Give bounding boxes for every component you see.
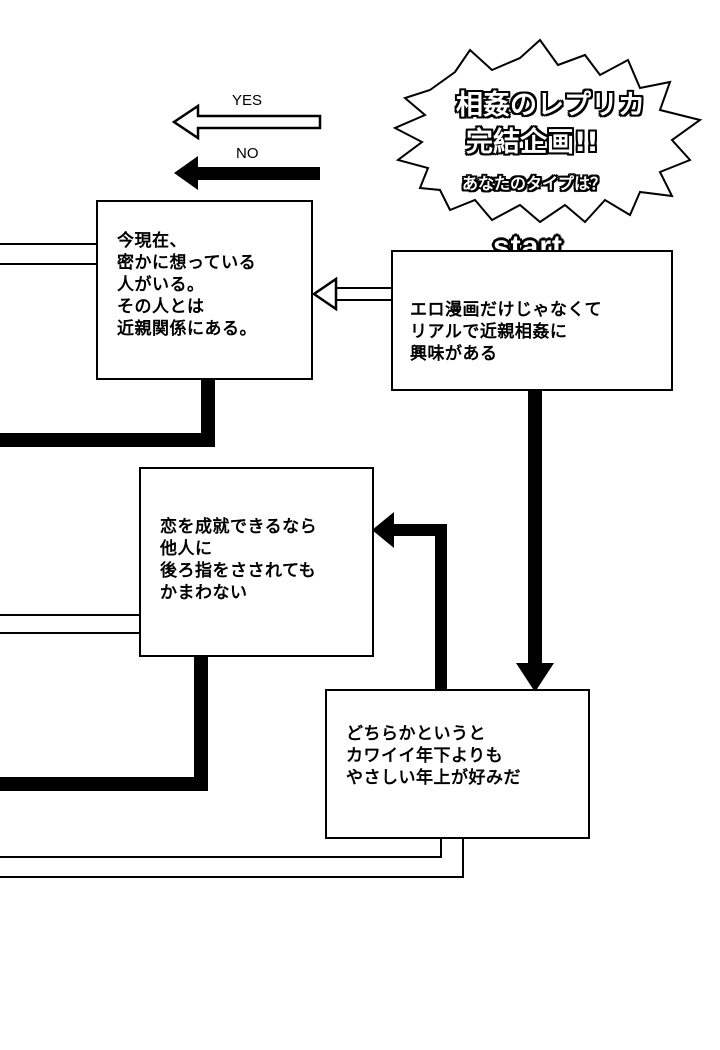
- yes-connector-affair-exit: [0, 614, 140, 634]
- legend-no-arrow: [174, 156, 320, 190]
- yes-connector-secret-exit: [0, 243, 97, 265]
- question-box-start: [391, 250, 673, 391]
- question-text-secret-love: 今現在、 密かに想っている 人がいる。 その人とは 近親関係にある。: [117, 231, 257, 339]
- yes-connector-start-to-secret: [311, 276, 392, 312]
- no-connector-secret-exit: [0, 378, 215, 447]
- no-connector-start-to-older: [516, 390, 554, 692]
- legend-yes-arrow: [171, 103, 322, 141]
- no-connector-affair-exit: [0, 656, 208, 791]
- legend-yes-label: YES: [232, 92, 263, 109]
- question-text-love-affair: 恋を成就できるなら 他人に 後ろ指をさされても かまわない: [160, 517, 318, 603]
- burst-title-line2: 完結企画!!: [466, 127, 599, 158]
- burst-subtitle: あなたのタイプは？: [462, 174, 607, 193]
- burst-title-line1: 相姦のレプリカ: [456, 90, 645, 121]
- title-burst: [392, 38, 703, 224]
- no-connector-older-to-affair: [372, 512, 447, 690]
- question-text-start: エロ漫画だけじゃなくて リアルで近親相姦に 興味がある: [410, 300, 602, 364]
- yes-connector-older-exit: [0, 838, 464, 878]
- legend-no-label: NO: [236, 145, 259, 162]
- question-text-older-younger: どちらかというと カワイイ年下よりも やさしい年上が好みだ: [346, 724, 521, 788]
- question-box-love-affair: [139, 467, 374, 657]
- question-box-secret-love: [96, 200, 313, 380]
- question-box-older-younger: [325, 689, 590, 839]
